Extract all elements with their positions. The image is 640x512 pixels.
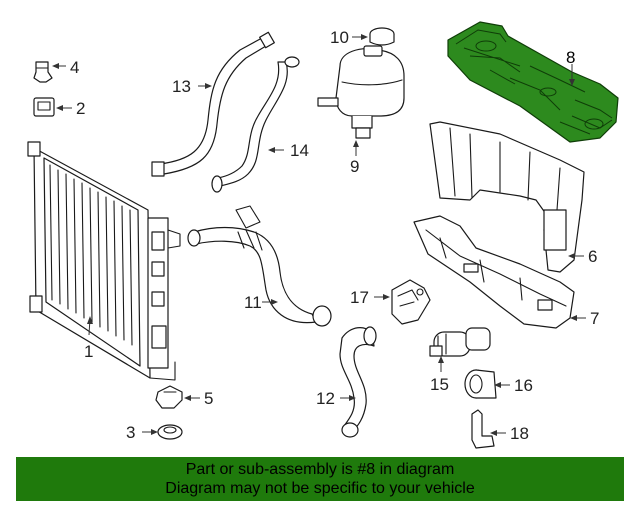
callout-8: 8 [566, 48, 575, 67]
callout-11: 11 [244, 293, 262, 312]
clip-part-5[interactable] [155, 385, 183, 409]
callout-3: 3 [126, 423, 135, 442]
bracket-part-17[interactable] [391, 279, 431, 325]
hose-part-14[interactable] [211, 56, 300, 193]
pump-part-15[interactable] [429, 327, 491, 357]
callout-17: 17 [350, 288, 369, 307]
callout-2: 2 [76, 99, 85, 118]
fitting-part-16[interactable] [464, 369, 497, 399]
radiator-part[interactable] [27, 141, 181, 381]
hose-part-12[interactable] [339, 326, 377, 438]
clip-part-2[interactable] [33, 97, 55, 117]
callout-5: 5 [204, 389, 213, 408]
clamp-part-18[interactable] [471, 409, 495, 449]
expansion-tank-part-9[interactable] [317, 45, 405, 139]
callout-13: 13 [172, 77, 191, 96]
callout-9: 9 [350, 157, 359, 176]
callout-12: 12 [316, 389, 335, 408]
banner-line-1: Part or sub-assembly is #8 in diagram [185, 461, 455, 478]
callout-1: 1 [84, 342, 93, 361]
callout-14: 14 [290, 141, 309, 160]
banner-line-2: Diagram may not be specific to your vehi… [165, 480, 475, 497]
info-banner: Part or sub-assembly is #8 in diagram Di… [16, 457, 624, 501]
bracket-part-7[interactable] [413, 215, 575, 329]
callout-15: 15 [430, 375, 449, 394]
hose-part-11[interactable] [187, 205, 332, 327]
clip-part-4[interactable] [33, 61, 53, 83]
callout-6: 6 [588, 247, 597, 266]
callout-7: 7 [590, 309, 599, 328]
callout-4: 4 [70, 58, 79, 77]
callout-16: 16 [514, 376, 533, 395]
callout-18: 18 [510, 424, 529, 443]
hose-part-13[interactable] [151, 31, 275, 177]
shroud-part-6[interactable] [429, 121, 585, 273]
parts-diagram: 1 2 4 13 14 10 [27, 21, 619, 449]
cap-part-10[interactable] [369, 27, 395, 46]
highlighted-part-8[interactable] [447, 21, 619, 143]
callout-10: 10 [330, 28, 349, 47]
cap-part-3[interactable] [157, 424, 183, 440]
